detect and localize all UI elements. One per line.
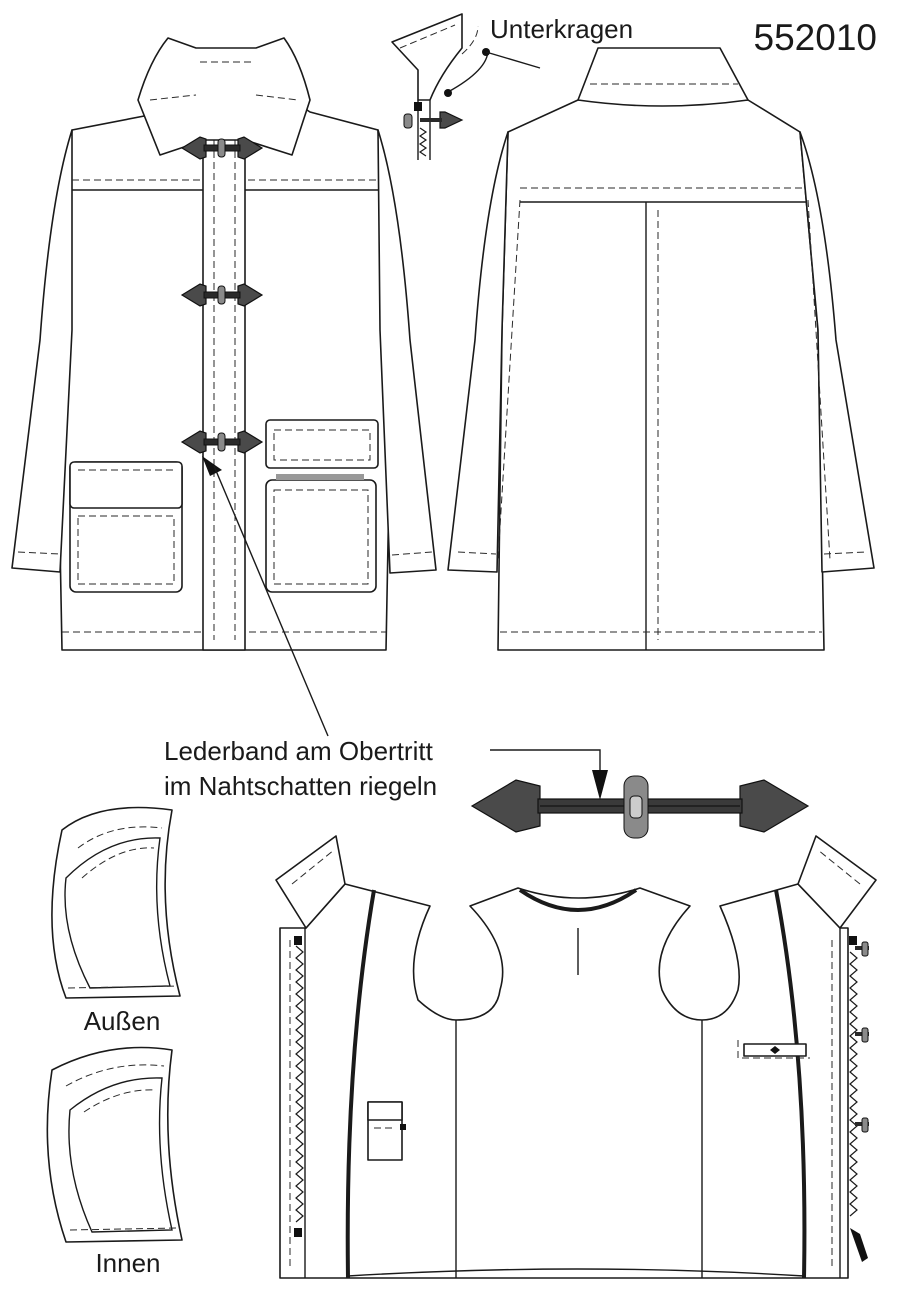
inside-zipper-right [849,951,858,1217]
leader-line-front [213,465,329,737]
front-toggle-1 [181,136,263,160]
hood-inner-piece [46,1046,183,1243]
undercollar-detail [391,13,541,160]
hood-outer-piece [51,806,181,999]
model-number: 552010 [754,17,877,58]
front-view-coat [11,37,437,651]
back-view-coat [447,47,875,651]
front-right-sleeve [377,129,437,574]
leather-note-line2: im Nahtschatten riegeln [164,771,437,801]
front-toggle-2 [181,283,263,307]
hood-inner-label: Innen [95,1248,160,1278]
front-toggle-3 [181,430,263,454]
back-body-outline [497,99,825,651]
back-left-sleeve [447,131,509,573]
inside-zipper-left [295,945,304,1223]
hood-outer-label: Außen [84,1006,161,1036]
leather-note-line1: Lederband am Obertritt [164,736,434,766]
inside-view-coat [275,835,877,1279]
front-collar [137,37,311,156]
undercollar-label: Unterkragen [490,14,633,44]
back-collar [577,47,749,107]
toggle-closure-detail [470,749,810,839]
front-right-pocket [265,479,377,593]
inside-coat-outline [279,883,849,1279]
front-left-sleeve [11,129,73,573]
back-right-sleeve [799,131,875,573]
